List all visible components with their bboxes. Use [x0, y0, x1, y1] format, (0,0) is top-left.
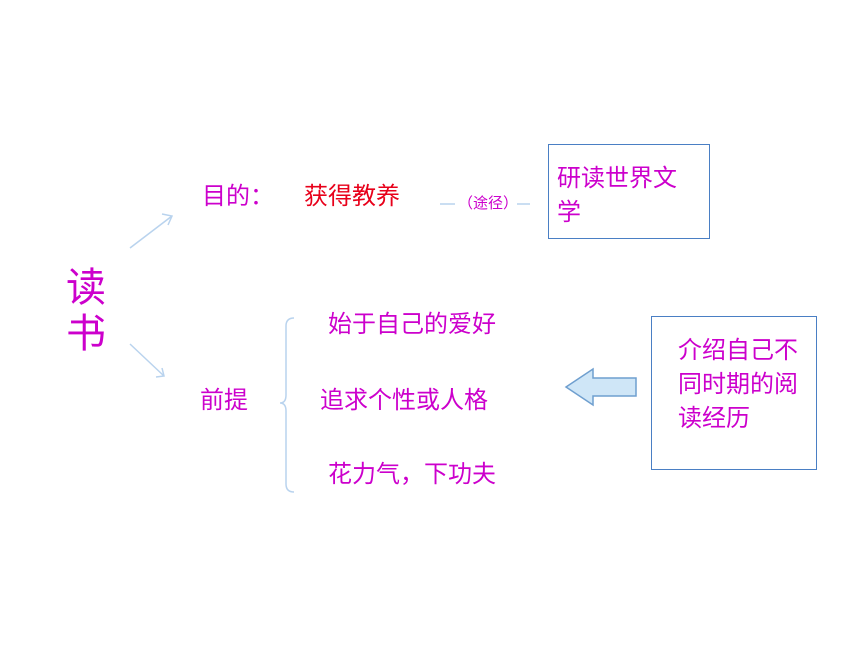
items-bracket [279, 317, 295, 493]
purpose-value: 获得教养 [304, 182, 400, 210]
reading-experience-box: 介绍自己不同时期的阅读经历 [651, 316, 817, 470]
connector-root-to-purpose [129, 215, 173, 249]
premise-item: 花力气，下功夫 [328, 460, 496, 488]
left-block-arrow [564, 367, 637, 407]
connector-arrowhead-top [161, 213, 174, 226]
purpose-label: 目的： [202, 182, 274, 210]
reading-experience-text: 介绍自己不同时期的阅读经历 [678, 336, 798, 432]
connector-root-to-premise [129, 343, 165, 377]
via-label: （途径） [458, 194, 519, 212]
connector-arrowhead-bottom [155, 367, 165, 378]
root-char-2: 书 [66, 311, 106, 357]
premise-item: 始于自己的爱好 [328, 310, 496, 338]
world-literature-text: 研读世界文学 [557, 164, 677, 226]
root-char-1: 读 [66, 265, 106, 311]
premise-item: 追求个性或人格 [320, 386, 488, 414]
world-literature-box: 研读世界文学 [548, 144, 710, 239]
premise-label: 前提 [200, 386, 248, 414]
